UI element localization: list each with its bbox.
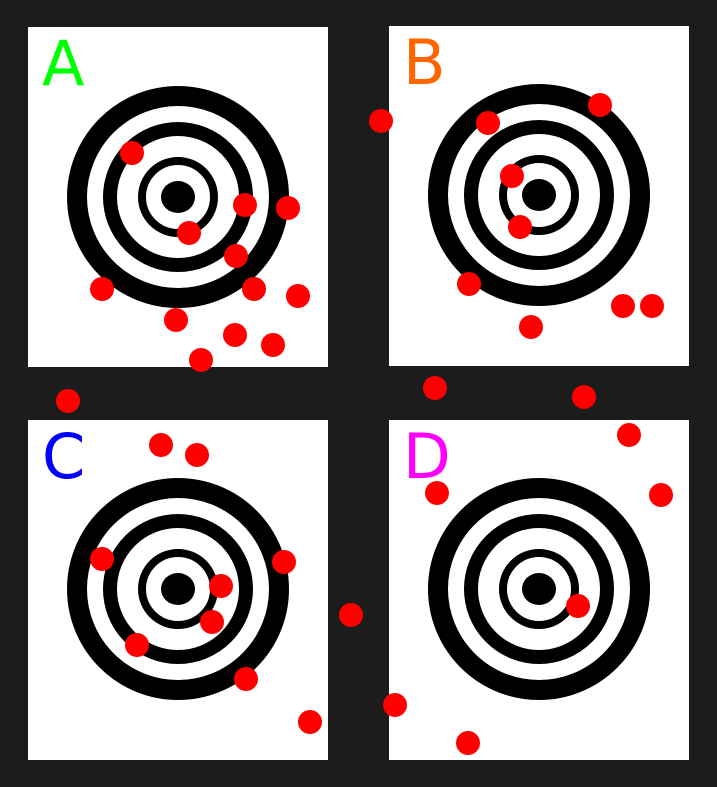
shot-dot	[566, 594, 590, 618]
shot-dot	[640, 294, 664, 318]
shot-dot	[298, 710, 322, 734]
shot-dot	[224, 244, 248, 268]
panel-label-a: A	[42, 27, 85, 100]
shot-dot	[588, 93, 612, 117]
shot-dot	[189, 348, 213, 372]
shots-a	[56, 109, 393, 413]
shot-dot	[223, 323, 247, 347]
shot-dot	[369, 109, 393, 133]
shot-dot	[508, 215, 532, 239]
shot-dot	[90, 547, 114, 571]
shot-dot	[649, 483, 673, 507]
shot-dot	[56, 389, 80, 413]
shot-dot	[286, 284, 310, 308]
shot-dot	[90, 277, 114, 301]
shot-dot	[261, 333, 285, 357]
shot-dot	[423, 376, 447, 400]
shots-d	[339, 423, 673, 755]
shot-dot	[200, 610, 224, 634]
shot-dot	[611, 294, 635, 318]
shot-dot	[572, 385, 596, 409]
shot-dot	[617, 423, 641, 447]
shot-dot	[383, 693, 407, 717]
panel-label-d: D	[403, 420, 451, 493]
shots-c	[90, 433, 322, 734]
shot-dot	[456, 731, 480, 755]
shot-dot	[233, 193, 257, 217]
shot-dot	[185, 443, 209, 467]
shots-b	[423, 93, 664, 409]
bullseye-target-b	[428, 84, 650, 306]
bullseye-target-d	[428, 478, 650, 700]
shot-dot	[125, 633, 149, 657]
panel-label-c: C	[42, 420, 86, 493]
shot-dot	[476, 111, 500, 135]
shot-dot	[149, 433, 173, 457]
panel-label-b: B	[403, 26, 446, 99]
shot-dot	[457, 272, 481, 296]
bullseye-target-a	[67, 86, 289, 308]
shot-dot	[164, 308, 188, 332]
shot-dot	[500, 164, 524, 188]
shot-dot	[276, 196, 300, 220]
shot-dot	[209, 574, 233, 598]
shot-dot	[339, 603, 363, 627]
shot-dot	[425, 481, 449, 505]
shot-dot	[242, 277, 266, 301]
shot-dot	[272, 550, 296, 574]
shot-dot	[234, 667, 258, 691]
shot-dot	[177, 221, 201, 245]
shot-dot	[120, 141, 144, 165]
bullseye-target-c	[67, 478, 289, 700]
shot-dot	[519, 315, 543, 339]
